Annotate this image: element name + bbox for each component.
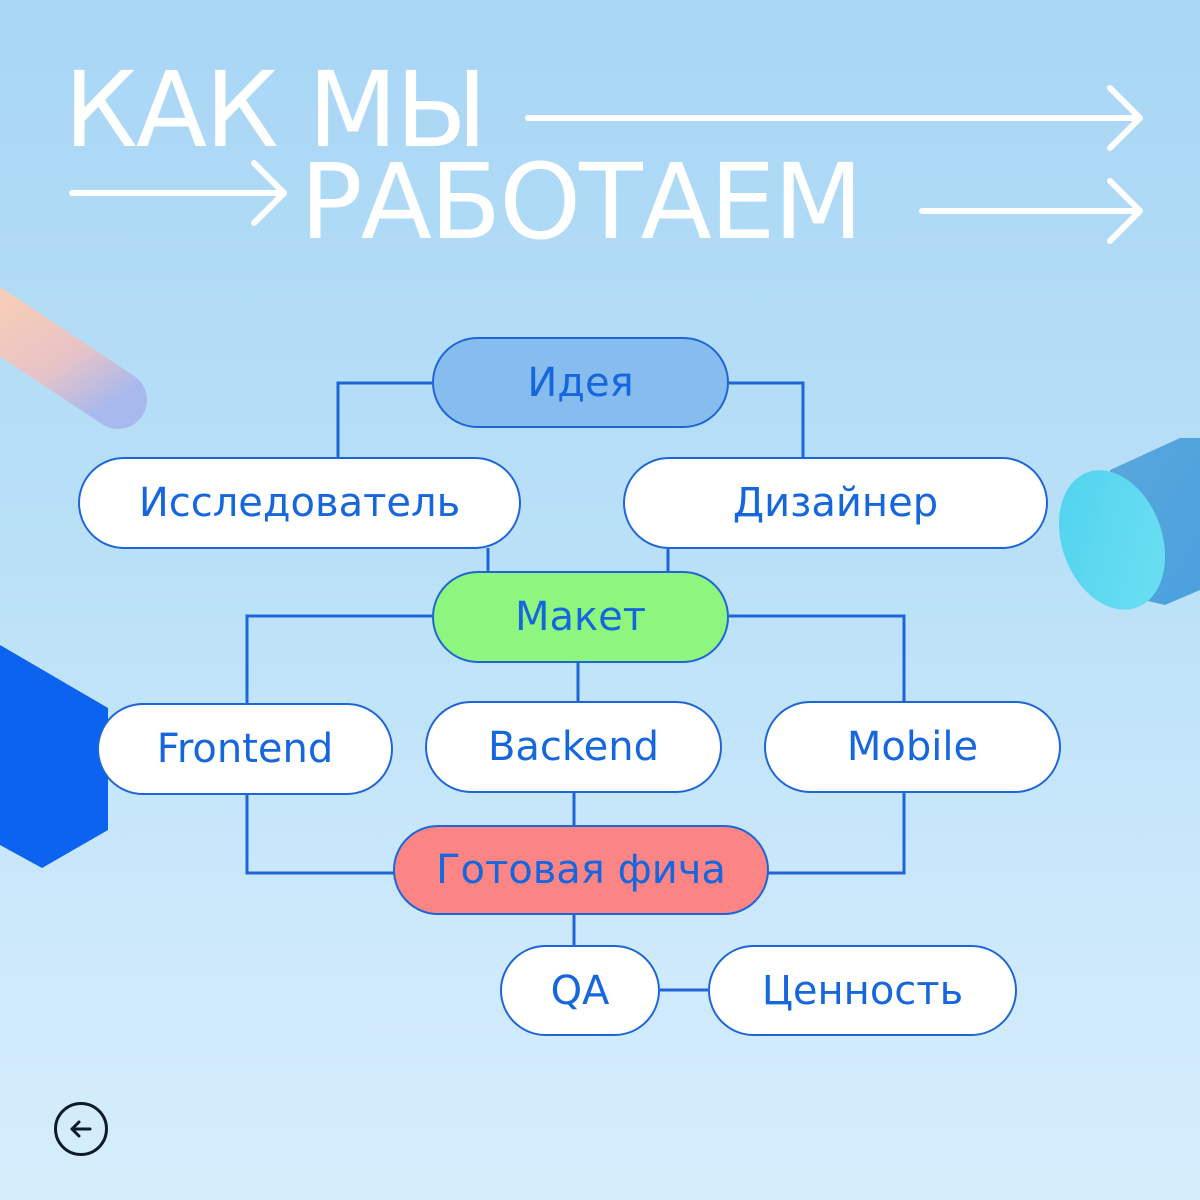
connector-idea-designer (729, 381, 805, 457)
decor-hexagon (0, 645, 108, 868)
connector-frontend-feature (245, 795, 394, 875)
node-designer: Дизайнер (623, 457, 1048, 549)
node-feature: Готовая фича (393, 825, 769, 915)
connector-mobile-feature (768, 793, 906, 875)
title-arrow-1 (525, 85, 1143, 151)
decor-cylinder (1058, 438, 1200, 610)
node-researcher: Исследователь (78, 457, 521, 549)
back-button[interactable] (54, 1102, 108, 1156)
node-value: Ценность (708, 945, 1017, 1036)
arrow-left-icon (70, 1120, 92, 1138)
connector-mockup-frontend (245, 614, 432, 703)
node-idea: Идея (432, 337, 729, 428)
decor-stripe (0, 288, 147, 429)
node-frontend: Frontend (97, 703, 393, 795)
node-qa: QA (500, 945, 660, 1036)
connector-idea-researcher (336, 381, 432, 457)
title-arrow-3 (919, 178, 1143, 244)
title-line-1: КАК МЫ (64, 49, 487, 171)
node-backend: Backend (425, 701, 722, 793)
node-mobile: Mobile (764, 701, 1061, 793)
connector-mockup-mobile (729, 614, 906, 701)
title-line-2: РАБОТАЕМ (300, 141, 863, 263)
node-mockup: Макет (432, 571, 729, 663)
title-arrow-2 (69, 160, 287, 226)
